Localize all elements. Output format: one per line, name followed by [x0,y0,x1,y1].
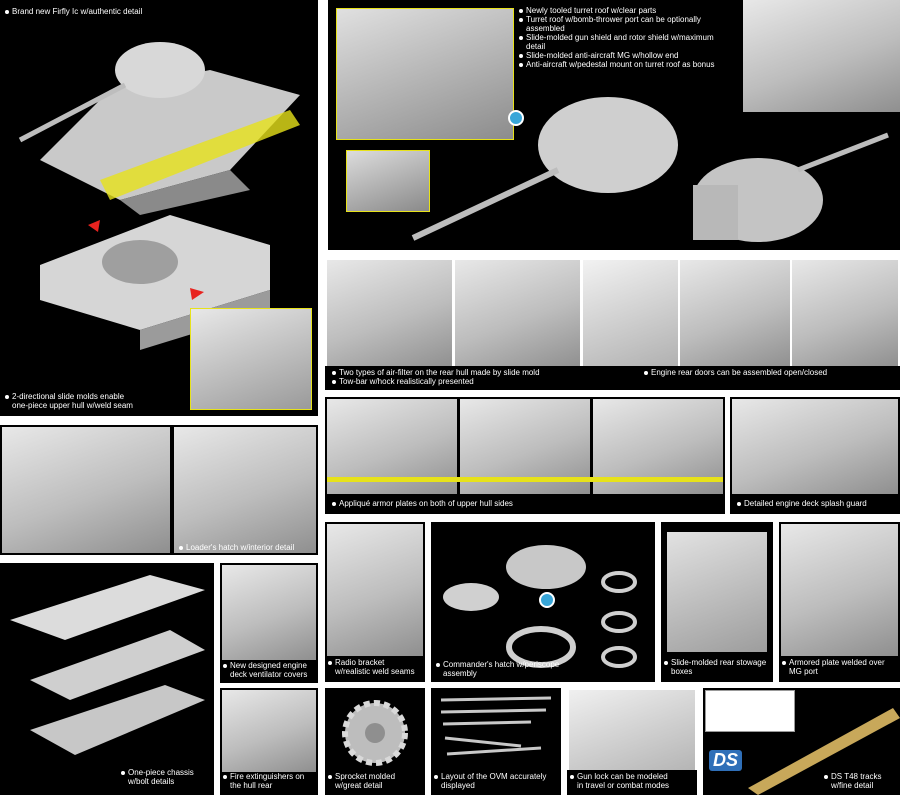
panel-ventilator-covers: New designed engine deck ventilator cove… [220,563,318,683]
caption-sprocket: Sprocket molded w/great detail [327,772,395,790]
caption-gun-lock: Gun lock can be modeled in travel or com… [569,772,669,790]
gun-shield-closeup [743,0,900,112]
clear-parts-icon [508,110,524,126]
panel-splash-guard: Detailed engine deck splash guard [730,397,900,514]
caption-firefly: Brand new Firfly Ic w/authentic detail [4,7,142,16]
caption-stowage-boxes: Slide-molded rear stowage boxes [663,658,766,676]
caption-ventilator: New designed engine deck ventilator cove… [222,661,307,679]
panel-chassis: One-piece chassis w/bolt details [0,563,214,795]
fire-extinguisher-photo [222,690,316,772]
caption-ds-tracks: DS T48 tracks w/fine detail [823,772,882,790]
panel-rear-hull: Two types of air-filter on the rear hull… [325,258,900,390]
caption-commanders-hatch: Commander's hatch w/periscope assembly [435,660,559,678]
tank-model-image [18,42,300,350]
ds-logo: DS [709,750,743,771]
panel-hull: Brand new Firfly Ic w/authentic detail 2… [0,0,318,416]
rear-hull-photo-2 [455,260,580,368]
panel-stowage-boxes: Slide-molded rear stowage boxes [661,522,773,682]
air-filter-parts [583,260,678,368]
caption-applique: Appliqué armor plates on both of upper h… [331,499,513,508]
ventilator-photo [222,565,316,660]
loaders-hatch-open [2,427,170,553]
turret-model-image [411,97,889,242]
turret-roof-inset [336,8,514,140]
sprocket-image [342,700,408,766]
caption-slide-molds: 2-directional slide molds enable one-pie… [4,392,133,410]
panel-commanders-hatch: Commander's hatch w/periscope assembly [431,522,655,682]
rear-doors-open [680,260,790,368]
panel-gun-lock: Gun lock can be modeled in travel or com… [567,688,697,795]
clear-parts-icon [539,592,555,608]
hull-closeup-inset [190,308,312,410]
mg-closeup-inset [346,150,430,212]
tracks-image [748,708,900,795]
loaders-hatch-interior [174,427,316,553]
stowage-box-photo [667,532,767,652]
panel-sprocket: Sprocket molded w/great detail [325,688,425,795]
panel-ovm: Layout of the OVM accurately displayed [431,688,561,795]
caption-chassis: One-piece chassis w/bolt details [120,768,194,786]
caption-air-filter: Two types of air-filter on the rear hull… [331,368,540,386]
caption-splash-guard: Detailed engine deck splash guard [736,499,867,508]
panel-radio-bracket: Radio bracket w/realistic weld seams [325,522,425,682]
caption-fire-extinguishers: Fire extinguishers on the hull rear [222,772,304,790]
chassis-parts-image [10,575,205,755]
panel-ds-tracks: DS DS T48 tracks w/fine detail [703,688,900,795]
caption-ovm: Layout of the OVM accurately displayed [433,772,546,790]
caption-turret-features: Newly tooled turret roof w/clear parts T… [518,6,743,69]
rear-doors-closed [792,260,898,368]
caption-armored-plate: Armored plate welded over MG port [781,658,885,676]
caption-radio-bracket: Radio bracket w/realistic weld seams [327,658,415,676]
panel-loaders-hatch: Loader's hatch w/interior detail [0,425,318,555]
armored-plate-photo [781,524,898,656]
caption-loaders-hatch: Loader's hatch w/interior detail [178,543,294,552]
commanders-hatch-parts [443,545,637,668]
radio-bracket-photo [327,524,423,656]
panel-turret: Newly tooled turret roof w/clear parts T… [328,0,900,250]
panel-fire-extinguishers: Fire extinguishers on the hull rear [220,688,318,795]
gun-lock-photo [569,690,695,770]
ovm-tools-image [440,696,552,756]
rear-hull-photo-1 [327,260,452,368]
splash-guard-photo [732,399,898,494]
track-links-detail [705,690,795,732]
panel-applique-armor: Appliqué armor plates on both of upper h… [325,397,725,514]
panel-armored-plate: Armored plate welded over MG port [779,522,900,682]
caption-rear-doors: Engine rear doors can be assembled open/… [643,368,827,377]
